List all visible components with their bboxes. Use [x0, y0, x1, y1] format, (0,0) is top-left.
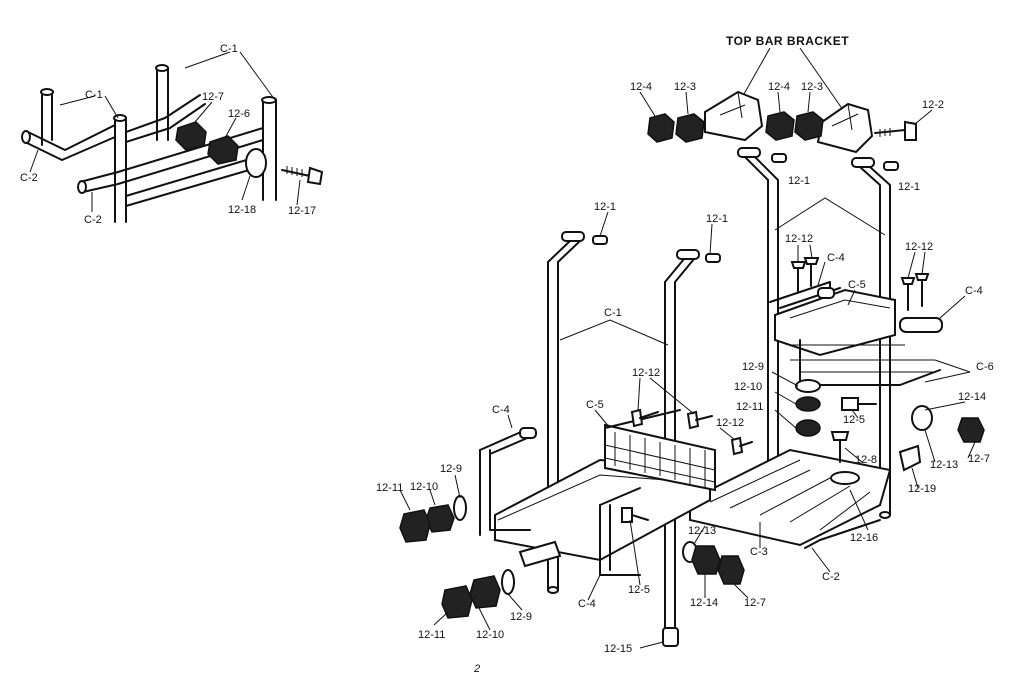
part-callout-labels: TOP BAR BRACKET C-1 C-1 C-2 C-2 12-7 12-…	[20, 34, 994, 675]
front-frame-assembly	[399, 211, 753, 649]
label-12-17: 12-17	[288, 205, 316, 217]
label-c1-b: C-1	[85, 89, 103, 101]
top-bar-bracket-assembly	[639, 47, 933, 154]
label-12-3-a: 12-3	[674, 81, 696, 93]
label-12-11-c: 12-11	[418, 629, 445, 641]
footer-mark: 2	[473, 663, 480, 675]
label-12-18: 12-18	[228, 204, 256, 216]
label-12-1-d: 12-1	[706, 213, 728, 225]
label-12-9-b: 12-9	[440, 463, 462, 475]
label-12-14-b: 12-14	[690, 597, 718, 609]
label-c4-c: C-4	[492, 404, 510, 416]
upper-left-frame-assembly	[21, 51, 324, 223]
label-c2-b: C-2	[84, 214, 102, 226]
label-c3: C-3	[750, 546, 768, 558]
label-c5-a: C-5	[848, 279, 866, 291]
label-12-3-b: 12-3	[801, 81, 823, 93]
main-frame-assembly	[689, 147, 985, 573]
label-12-2: 12-2	[922, 99, 944, 111]
label-c2-c: C-2	[822, 571, 840, 583]
label-c4-d: C-4	[578, 598, 596, 610]
label-12-1-a: 12-1	[788, 175, 810, 187]
label-12-12-d: 12-12	[716, 417, 744, 429]
label-12-12-b: 12-12	[905, 241, 933, 253]
label-12-13-b: 12-13	[688, 525, 716, 537]
label-12-9-a: 12-9	[742, 361, 764, 373]
label-12-10-b: 12-10	[410, 481, 438, 493]
label-c1-c: C-1	[604, 307, 622, 319]
label-12-6: 12-6	[228, 108, 250, 120]
label-12-15: 12-15	[604, 643, 632, 655]
label-c2-a: C-2	[20, 172, 38, 184]
label-12-10-a: 12-10	[734, 381, 762, 393]
top-bar-bracket-callout: TOP BAR BRACKET	[726, 34, 849, 48]
label-12-7-c: 12-7	[744, 597, 766, 609]
label-12-8: 12-8	[855, 454, 877, 466]
label-12-10-c: 12-10	[476, 629, 504, 641]
label-c6: C-6	[976, 361, 994, 373]
label-12-7-a: 12-7	[202, 91, 224, 103]
label-12-5-b: 12-5	[628, 584, 650, 596]
label-c5-b: C-5	[586, 399, 604, 411]
label-12-11-b: 12-11	[376, 482, 403, 494]
label-12-5-a: 12-5	[843, 414, 865, 426]
label-12-7-b: 12-7	[968, 453, 990, 465]
label-c1-a: C-1	[220, 43, 238, 55]
label-12-16: 12-16	[850, 532, 878, 544]
label-12-1-c: 12-1	[594, 201, 616, 213]
label-12-1-b: 12-1	[898, 181, 920, 193]
label-12-12-c: 12-12	[632, 367, 660, 379]
label-12-11-a: 12-11	[736, 401, 763, 413]
label-c4-a: C-4	[827, 252, 845, 264]
label-12-4-a: 12-4	[630, 81, 652, 93]
label-12-12-a: 12-12	[785, 233, 813, 245]
label-12-14-a: 12-14	[958, 391, 986, 403]
label-12-9-c: 12-9	[510, 611, 532, 623]
label-12-19: 12-19	[908, 483, 936, 495]
label-12-4-b: 12-4	[768, 81, 790, 93]
label-c4-b: C-4	[965, 285, 983, 297]
label-12-13-a: 12-13	[930, 459, 958, 471]
